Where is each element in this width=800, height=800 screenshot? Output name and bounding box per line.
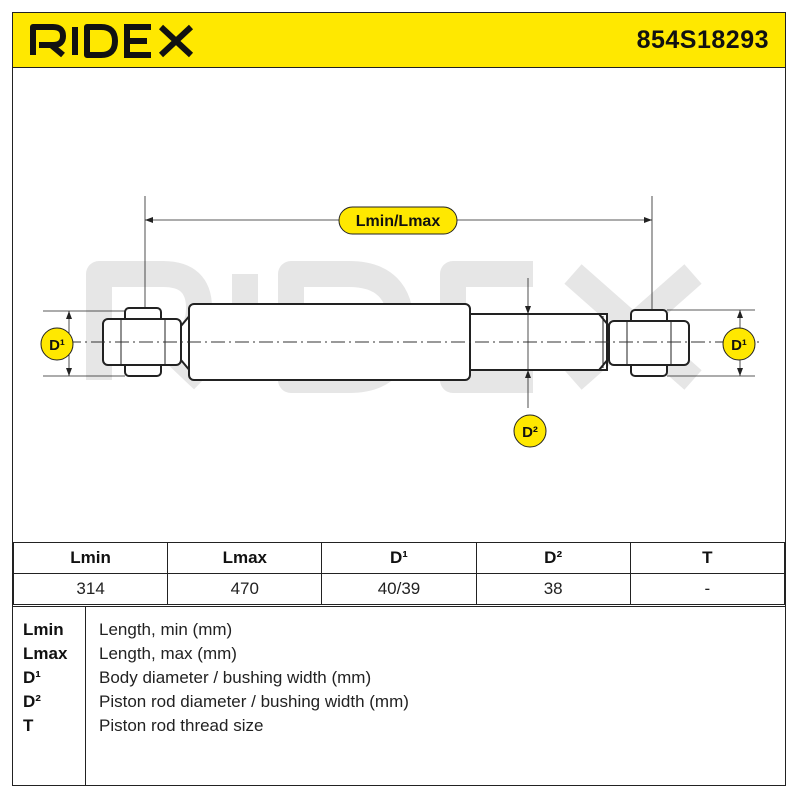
spec-value-d2: 38 <box>475 573 631 605</box>
spec-header-lmax: Lmax <box>167 542 323 574</box>
spec-header-t: T <box>629 542 786 574</box>
d1-left-label: D¹ <box>49 337 65 354</box>
legend: Lmin Length, min (mm) Lmax Length, max (… <box>13 606 785 786</box>
legend-row: Lmax Length, max (mm) <box>13 642 785 666</box>
shock-body <box>102 303 690 381</box>
legend-row: D² Piston rod diameter / bushing width (… <box>13 690 785 714</box>
legend-row: D¹ Body diameter / bushing width (mm) <box>13 666 785 690</box>
datasheet-frame: 854S18293 Lmin/Lmax <box>12 12 786 786</box>
header-bar: 854S18293 <box>13 13 785 68</box>
d1-right-badge: D¹ <box>722 327 756 361</box>
legend-description: Piston rod thread size <box>99 716 264 735</box>
spec-value-lmin: 314 <box>12 573 169 605</box>
legend-divider <box>85 607 86 786</box>
d2-dimension <box>525 278 531 408</box>
legend-row: T Piston rod thread size <box>13 714 785 738</box>
length-label: Lmin/Lmax <box>356 213 441 230</box>
legend-key: T <box>23 716 34 735</box>
d1-right-label: D¹ <box>731 337 747 354</box>
legend-description: Length, max (mm) <box>99 644 237 663</box>
spec-value-lmax: 470 <box>167 573 323 605</box>
part-number: 854S18293 <box>636 26 769 54</box>
legend-description: Piston rod diameter / bushing width (mm) <box>99 692 409 711</box>
legend-key: Lmax <box>23 644 68 663</box>
legend-description: Length, min (mm) <box>99 620 233 639</box>
legend-key: D¹ <box>23 668 41 687</box>
legend-key: D² <box>23 692 41 711</box>
spec-table-value-row: 314 470 40/39 38 - <box>12 573 786 605</box>
shock-absorber-drawing: Lmin/Lmax <box>40 196 763 448</box>
spec-table-header-row: Lmin Lmax D¹ D² T <box>12 542 786 574</box>
legend-key: Lmin <box>23 620 64 639</box>
spec-header-lmin: Lmin <box>12 542 169 574</box>
spec-value-t: - <box>629 573 786 605</box>
spec-header-d2: D² <box>475 542 631 574</box>
d2-badge: D² <box>513 414 547 448</box>
legend-description: Body diameter / bushing width (mm) <box>99 668 372 687</box>
spec-header-d1: D¹ <box>321 542 477 574</box>
length-label-badge: Lmin/Lmax <box>338 206 458 235</box>
d1-left-badge: D¹ <box>40 327 74 361</box>
spec-table: Lmin Lmax D¹ D² T 314 470 40/39 38 - <box>12 542 786 605</box>
spec-value-d1: 40/39 <box>321 573 477 605</box>
brand-logo <box>30 24 194 58</box>
legend-row: Lmin Length, min (mm) <box>13 618 785 642</box>
d2-label: D² <box>522 424 538 441</box>
